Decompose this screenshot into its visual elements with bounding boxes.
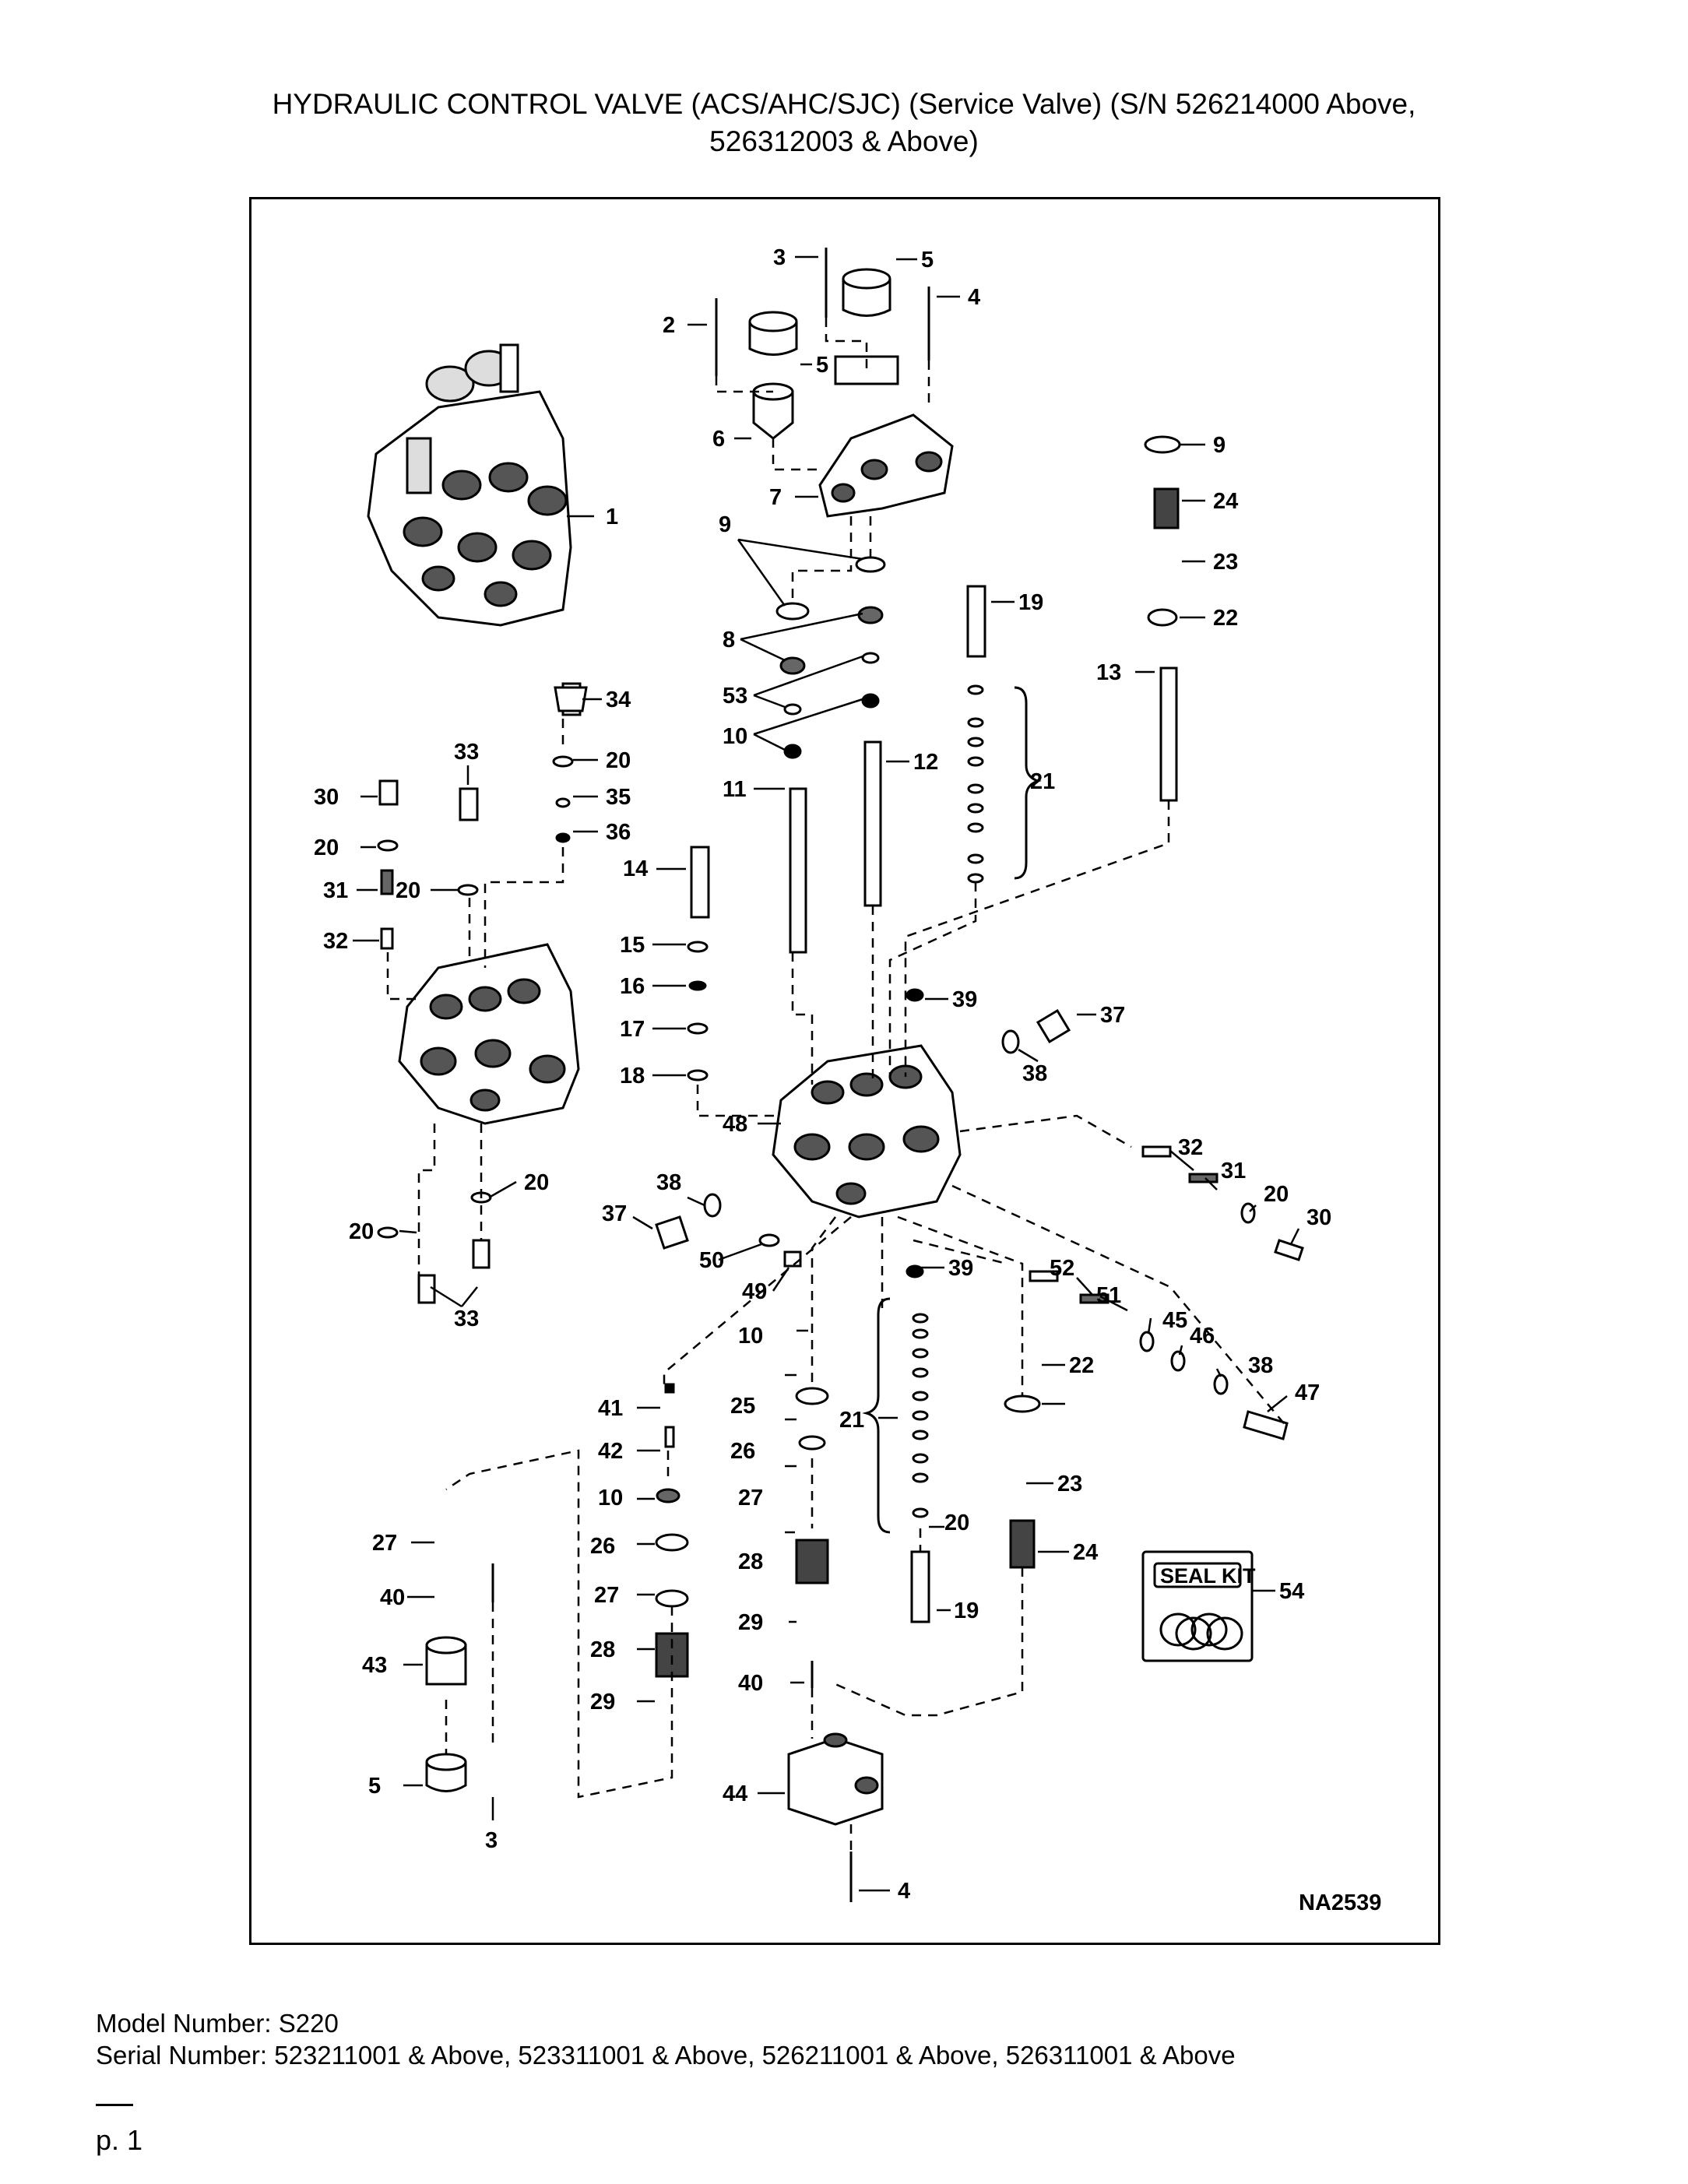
callout: 24 [1073, 1540, 1098, 1565]
seal-kit-label: SEAL KIT [1160, 1564, 1256, 1588]
callout: 6 [712, 427, 725, 452]
callout: 3 [485, 1828, 498, 1853]
callout: 28 [738, 1549, 763, 1574]
callout: 47 [1295, 1380, 1320, 1405]
callout: 5 [368, 1774, 381, 1799]
callout: 15 [620, 933, 645, 958]
callout: 24 [1213, 489, 1238, 514]
callout: 10 [738, 1324, 763, 1349]
callout: 31 [323, 878, 348, 903]
callout: 20 [314, 835, 339, 860]
callout: 20 [1264, 1182, 1289, 1207]
callout: 28 [590, 1637, 615, 1662]
callout: 38 [1248, 1353, 1273, 1378]
model-number: Model Number: S220 [96, 2009, 339, 2038]
callout: 14 [623, 856, 648, 881]
callout: 48 [723, 1112, 747, 1137]
callout: 22 [1069, 1353, 1094, 1378]
page-title-line-1: HYDRAULIC CONTROL VALVE (ACS/AHC/SJC) (S… [272, 88, 1416, 120]
callout: 21 [1030, 769, 1055, 794]
page-number: p. 1 [96, 2124, 143, 2156]
callout: 50 [699, 1248, 724, 1273]
callout: 20 [349, 1219, 374, 1244]
callout: 20 [944, 1511, 969, 1535]
footer-divider [96, 2104, 133, 2106]
callout: 27 [372, 1531, 397, 1556]
callout: 25 [730, 1394, 755, 1419]
callout: 4 [968, 285, 980, 310]
callout: 54 [1279, 1579, 1304, 1604]
callout: 7 [769, 485, 782, 510]
callout: 22 [1213, 606, 1238, 631]
callout: 52 [1050, 1256, 1074, 1281]
callout: 8 [723, 628, 735, 652]
callout: 1 [606, 505, 618, 529]
callout: 30 [1306, 1205, 1331, 1230]
callout: 37 [1100, 1003, 1125, 1028]
callout: 39 [952, 987, 977, 1012]
callout: 23 [1213, 550, 1238, 575]
callout: 12 [913, 750, 938, 775]
callout: 32 [323, 929, 348, 954]
callout: 20 [606, 748, 631, 773]
callout: 30 [314, 785, 339, 810]
callout: 26 [590, 1534, 615, 1559]
callout: 29 [590, 1690, 615, 1714]
callout: 20 [524, 1170, 549, 1195]
callout: 26 [730, 1439, 755, 1464]
callout: 38 [1022, 1061, 1047, 1086]
exploded-parts-diagram: 1 2 3 4 5 5 6 7 8 9 9 10 10 10 11 12 13 … [314, 245, 1381, 1915]
callout: 35 [606, 785, 631, 810]
callout: 23 [1057, 1472, 1082, 1496]
callout: 20 [396, 878, 420, 903]
callout: 19 [954, 1598, 979, 1623]
valve-body-left [398, 943, 580, 1125]
callout: 40 [738, 1671, 763, 1696]
callout: 45 [1162, 1308, 1187, 1333]
page-title-line-2: 526312003 & Above) [709, 125, 979, 157]
callout: 33 [454, 740, 479, 765]
callout: 34 [606, 688, 631, 712]
callout: 49 [742, 1279, 767, 1304]
callout: 9 [719, 512, 731, 537]
valve-body-48 [772, 1044, 962, 1219]
callout: 44 [723, 1781, 747, 1806]
callout: 29 [738, 1610, 763, 1635]
callout: 37 [602, 1201, 627, 1226]
callout: 13 [1096, 660, 1121, 685]
callout: 31 [1221, 1159, 1246, 1183]
callout: 32 [1178, 1135, 1203, 1160]
callout: 17 [620, 1017, 645, 1042]
callout: 46 [1190, 1324, 1215, 1349]
callout: 27 [594, 1583, 619, 1608]
callout: 5 [921, 248, 934, 273]
callout: 5 [816, 353, 828, 378]
callout: 11 [723, 777, 747, 802]
callout: 9 [1213, 433, 1226, 458]
callout: 43 [362, 1653, 387, 1678]
callout: 51 [1096, 1283, 1121, 1308]
callout: 42 [598, 1439, 623, 1464]
serial-number: Serial Number: 523211001 & Above, 523311… [96, 2041, 1236, 2070]
drawing-id: NA2539 [1299, 1890, 1381, 1915]
callout: 33 [454, 1307, 479, 1331]
callout: 39 [948, 1256, 973, 1281]
callout: 4 [898, 1879, 910, 1904]
callout: 10 [598, 1486, 623, 1511]
callout: 21 [839, 1408, 864, 1433]
callout: 10 [723, 724, 747, 749]
callout: 40 [380, 1585, 405, 1610]
callout: 41 [598, 1396, 623, 1421]
parts-diagram-frame: 1 2 3 4 5 5 6 7 8 9 9 10 10 10 11 12 13 … [249, 197, 1440, 1945]
callout: 38 [656, 1170, 681, 1195]
callout: 2 [663, 313, 675, 338]
callout: 53 [723, 684, 747, 709]
callout: 27 [738, 1486, 763, 1511]
callout: 36 [606, 820, 631, 845]
callout: 16 [620, 974, 645, 999]
callout: 19 [1018, 590, 1043, 615]
callout: 18 [620, 1064, 645, 1088]
valve-assembly-1 [367, 343, 572, 627]
callout: 3 [773, 245, 786, 270]
